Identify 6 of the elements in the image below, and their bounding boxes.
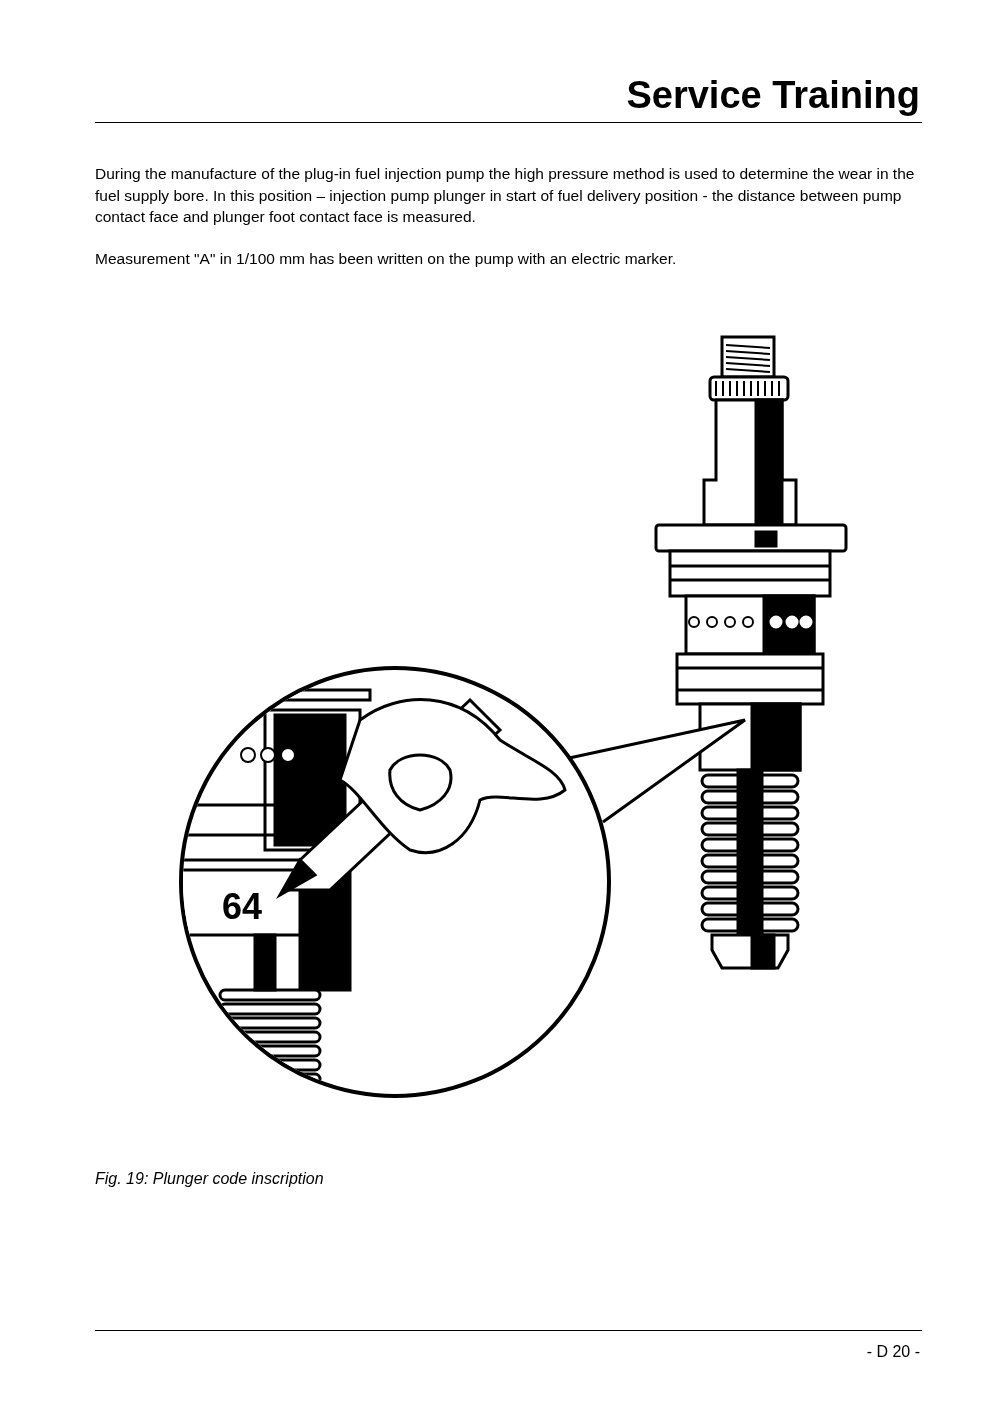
page-title: Service Training xyxy=(626,74,920,117)
page-number: - D 20 - xyxy=(866,1343,920,1361)
figure-caption: Fig. 19: Plunger code inscription xyxy=(95,1170,324,1188)
body-paragraph: During the manufacture of the plug-in fuel injection pump the high pressure method is used to determine the wear in the fuel supply bore. In this position – injection pump plunger in start of fuel delivery position - the distance between pump contact face and plunger foot contact face is measured. xyxy=(95,164,916,227)
marked-number: 64 xyxy=(222,886,263,928)
body-paragraph: Measurement "A" in 1/100 mm has been written on the pump with an electric marker. xyxy=(95,249,678,269)
